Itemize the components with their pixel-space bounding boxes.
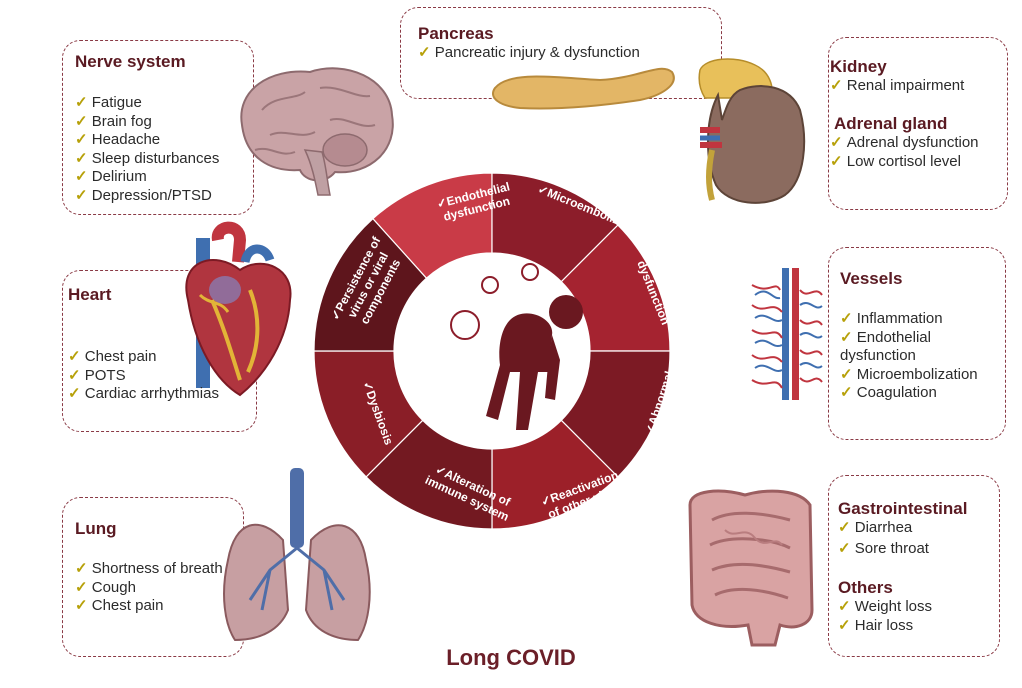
list-item: Fatigue bbox=[75, 94, 219, 113]
lung-list: Shortness of breath Cough Chest pain bbox=[75, 560, 223, 616]
list-item: Brain fog bbox=[75, 113, 219, 132]
kidney-icon bbox=[698, 58, 806, 204]
pancreas-title: Pancreas bbox=[418, 24, 494, 43]
list-item: Delirium bbox=[75, 168, 219, 187]
patient-icon bbox=[486, 295, 583, 430]
virus-icon bbox=[450, 263, 539, 340]
vessels-title: Vessels bbox=[840, 269, 903, 288]
list-item: Endothelial bbox=[840, 329, 978, 348]
lung-title: Lung bbox=[75, 519, 117, 538]
pancreas-icon bbox=[492, 67, 675, 110]
vessels-list: Inflammation Endothelial dysfunction Mic… bbox=[840, 310, 978, 403]
others-title: Others bbox=[838, 578, 893, 597]
kidney-adrenal-box bbox=[828, 37, 1008, 210]
list-item: Sleep disturbances bbox=[75, 150, 220, 169]
vessels-icon bbox=[751, 268, 823, 400]
list-item: Renal impairment bbox=[830, 77, 965, 96]
gi-title: Gastrointestinal bbox=[838, 499, 968, 518]
list-item: POTS bbox=[68, 367, 219, 386]
list-item: Low cortisol level bbox=[830, 153, 979, 172]
kidney-list: Renal impairment bbox=[830, 77, 965, 96]
list-item: Cough bbox=[75, 579, 223, 598]
list-item: Shortness of breath bbox=[75, 560, 223, 579]
kidney-title: Kidney bbox=[830, 57, 887, 76]
list-item: Chest pain bbox=[68, 348, 219, 367]
list-item: Microembolization bbox=[840, 366, 978, 385]
list-item: Cardiac arrhythmias bbox=[68, 385, 219, 404]
nerve-system-list: Fatigue Brain fog Headache Sleep disturb… bbox=[75, 94, 220, 206]
list-item: Coagulation bbox=[840, 384, 978, 403]
list-item-continuation: dysfunction bbox=[840, 347, 916, 364]
heart-list: Chest pain POTS Cardiac arrhythmias bbox=[68, 348, 219, 404]
others-list: Weight loss Hair loss bbox=[838, 598, 932, 635]
brain-icon bbox=[240, 67, 394, 196]
page-title: Long COVID bbox=[446, 645, 576, 670]
list-item: Pancreatic injury & dysfunction bbox=[418, 44, 640, 63]
lungs-icon bbox=[223, 468, 371, 642]
list-item: Inflammation bbox=[840, 310, 978, 329]
adrenal-title: Adrenal gland bbox=[834, 114, 948, 133]
list-item: Sore throat bbox=[838, 540, 929, 559]
heart-title: Heart bbox=[68, 285, 112, 304]
gi-list: Diarrhea Sore throat bbox=[838, 519, 929, 558]
list-item: Headache bbox=[75, 131, 219, 150]
list-item: Depression/PTSD bbox=[75, 187, 219, 206]
ring-segment bbox=[313, 217, 428, 352]
ring-center bbox=[395, 254, 589, 448]
nerve-system-title: Nerve system bbox=[75, 52, 186, 71]
list-item: Adrenal dysfunction bbox=[830, 134, 979, 153]
list-item: Diarrhea bbox=[838, 519, 929, 538]
pancreas-list: Pancreatic injury & dysfunction bbox=[418, 44, 640, 63]
list-item: Chest pain bbox=[75, 597, 223, 616]
adrenal-list: Adrenal dysfunction Low cortisol level bbox=[830, 134, 979, 171]
list-item: Hair loss bbox=[838, 617, 932, 636]
intestines-icon bbox=[688, 489, 814, 647]
list-item: Weight loss bbox=[838, 598, 932, 617]
